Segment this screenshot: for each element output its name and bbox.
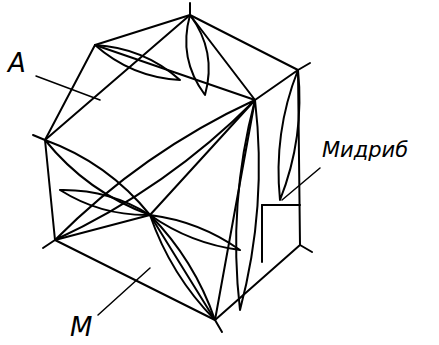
vertex-tick	[33, 135, 45, 140]
vertex-tick	[43, 240, 55, 248]
vertex-tick	[300, 245, 312, 252]
part-label: Мидриб	[322, 140, 408, 161]
midrib-line	[261, 205, 263, 262]
edge-line	[150, 100, 255, 215]
edge-line	[95, 15, 190, 45]
leaf-lens	[95, 45, 180, 80]
edge-line	[95, 45, 255, 100]
hexagon-outline	[45, 15, 300, 320]
leaf-lens	[236, 100, 259, 310]
leader-line	[282, 168, 320, 200]
edge-line	[55, 215, 150, 240]
leaf-lens	[45, 140, 150, 215]
leaf-lens	[186, 15, 209, 95]
edge-line	[45, 45, 95, 140]
midrib-line	[262, 204, 300, 206]
part-label: А	[8, 50, 26, 76]
vertex-tick	[298, 63, 310, 70]
vertex-tick	[215, 320, 222, 332]
leaf-lens	[60, 190, 150, 215]
leader-line	[36, 76, 100, 100]
leaf-lens	[279, 70, 300, 200]
leader-line	[98, 268, 150, 315]
leaf-lens	[150, 215, 240, 250]
part-label: М	[70, 314, 92, 340]
vertex-tick	[189, 3, 191, 15]
